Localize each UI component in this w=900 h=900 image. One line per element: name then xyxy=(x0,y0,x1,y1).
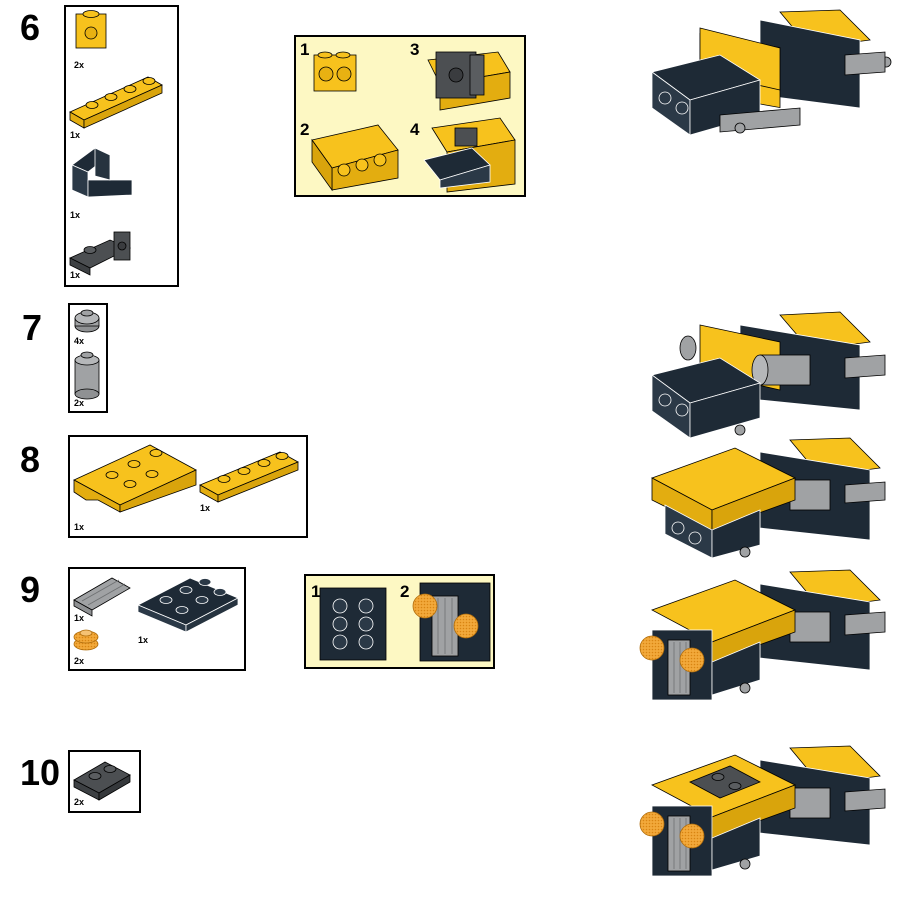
dark-blue-plate-2x3-part xyxy=(137,577,239,633)
trans-orange-round-plate-part xyxy=(73,629,99,651)
substep-number: 2 xyxy=(400,582,410,601)
substep-number: 1 xyxy=(300,40,310,59)
gray-round-plate-1x1-part xyxy=(74,309,100,333)
substep-number: 4 xyxy=(410,120,420,139)
gray-grille-tile-1x2-part xyxy=(73,577,131,617)
qty-label: 1x xyxy=(74,613,85,623)
qty-label: 2x xyxy=(74,60,85,70)
substep-9-1-drawing xyxy=(319,587,387,661)
dark-gray-plate-1x2-part xyxy=(73,761,131,801)
substep-2-drawing xyxy=(311,124,399,192)
qty-label: 1x xyxy=(70,210,81,220)
substep-9-2-drawing xyxy=(412,582,491,662)
dark-blue-bracket-1x2-part xyxy=(71,147,133,198)
step-10-number: 10 xyxy=(20,752,61,793)
step-8-number: 8 xyxy=(20,439,41,480)
qty-label: 1x xyxy=(70,270,81,280)
qty-label: 2x xyxy=(74,398,85,408)
assembly-step-8 xyxy=(651,437,886,559)
qty-label: 4x xyxy=(74,336,85,346)
qty-label: 1x xyxy=(200,503,211,513)
qty-label: 1x xyxy=(138,635,149,645)
substep-4-drawing xyxy=(423,117,516,193)
qty-label: 1x xyxy=(74,522,85,532)
qty-label: 2x xyxy=(74,797,85,807)
assembly-step-7 xyxy=(651,311,886,439)
yellow-plate-1x4-part xyxy=(69,76,163,129)
substep-1-drawing xyxy=(313,51,357,92)
qty-label: 1x xyxy=(70,130,81,140)
substep-number: 2 xyxy=(300,120,310,139)
yellow-arch-plate-2x4-part xyxy=(73,444,197,513)
step-7-number: 7 xyxy=(22,307,43,348)
substep-number: 1 xyxy=(311,582,321,601)
assembly-step-10 xyxy=(639,745,886,877)
substep-3-drawing xyxy=(427,51,511,111)
dark-gray-plate-clip-part xyxy=(69,231,131,276)
assembly-step-6 xyxy=(651,9,892,136)
gray-round-brick-1x1-part xyxy=(74,351,100,400)
yellow-bracket-1x1-part xyxy=(75,10,107,49)
substep-number: 3 xyxy=(410,40,420,59)
qty-label: 2x xyxy=(74,656,85,666)
yellow-plate-1x4-part-b xyxy=(199,451,299,503)
step-6-number: 6 xyxy=(20,7,41,48)
assembly-step-9 xyxy=(639,569,886,701)
step-9-number: 9 xyxy=(20,569,41,610)
